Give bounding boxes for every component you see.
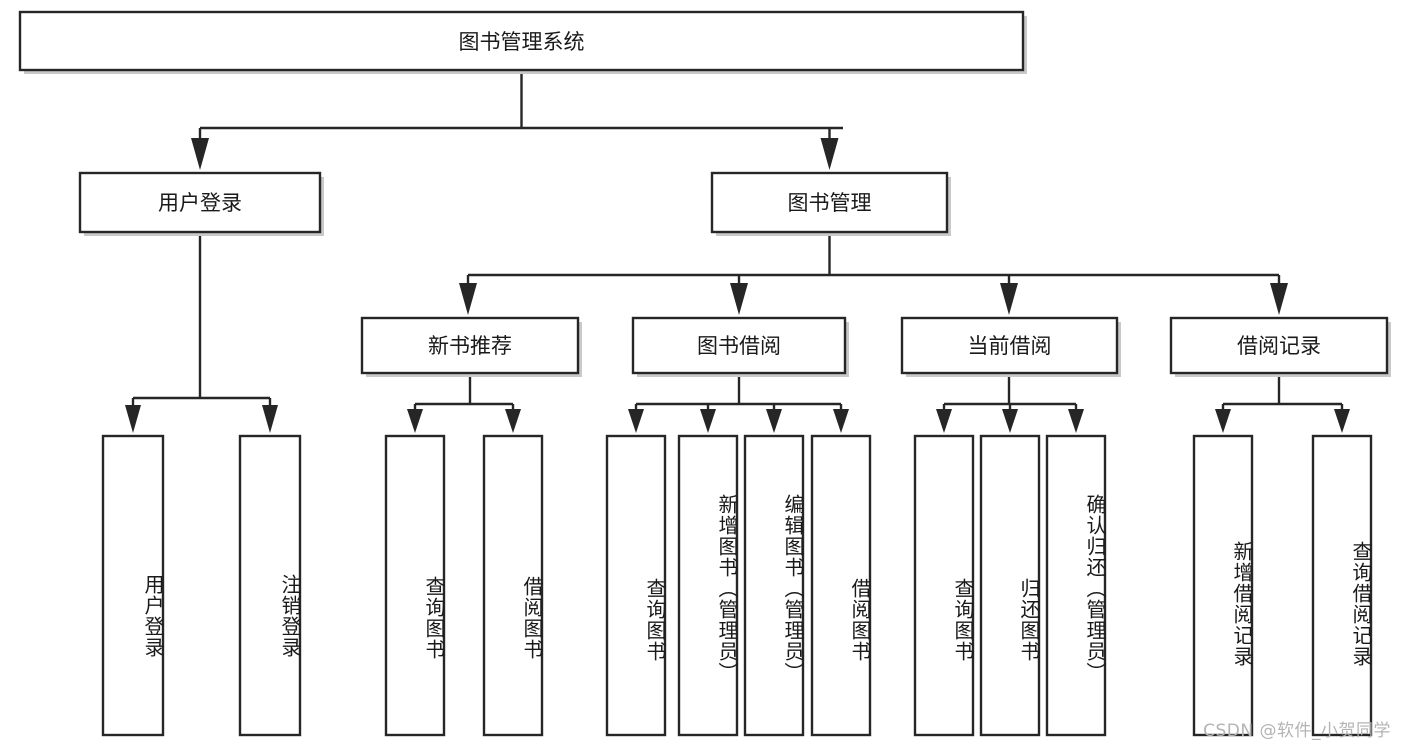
node-book-management-box[interactable]	[710, 171, 949, 234]
node-leaf-user-login-box[interactable]	[101, 434, 165, 737]
arrowhead-leaf-add-borrow-record	[1215, 409, 1231, 433]
node-book-management-label: 图书管理	[788, 191, 872, 215]
arrowhead-leaf-user-login	[125, 405, 141, 433]
node-root-label: 图书管理系统	[459, 30, 585, 54]
node-leaf-edit-book-admin-box[interactable]	[743, 434, 805, 737]
node-new-book-recommend-box[interactable]	[360, 316, 580, 375]
node-new-book-recommend-label: 新书推荐	[428, 334, 512, 358]
arrowhead-leaf-query-book-current	[936, 409, 952, 433]
node-leaf-query-borrow-record-box[interactable]	[1311, 434, 1373, 737]
node-leaf-add-book-admin-box[interactable]	[677, 434, 739, 737]
node-borrow-record-label: 借阅记录	[1237, 334, 1321, 358]
node-leaf-query-book-current-box[interactable]	[913, 434, 975, 737]
csdn-watermark: CSDN @软件_小贺同学	[1203, 721, 1391, 741]
arrowhead-new-book-recommend	[459, 283, 477, 315]
node-leaf-borrow-book-recommend-box[interactable]	[482, 434, 544, 737]
node-leaf-query-book-recommend-box[interactable]	[384, 434, 446, 737]
arrowhead-current-borrow	[1000, 283, 1018, 315]
arrowhead-leaf-borrow-book	[833, 409, 849, 433]
arrowhead-leaf-query-book-recommend	[407, 409, 423, 433]
node-borrow-record-box[interactable]	[1169, 316, 1389, 375]
arrowhead-user-login	[191, 138, 209, 170]
arrowhead-book-management	[820, 138, 839, 170]
arrowhead-borrow-record	[1270, 283, 1288, 315]
node-leaf-borrow-book-box[interactable]	[810, 434, 872, 737]
arrowhead-leaf-borrow-book-recommend	[505, 409, 521, 433]
node-current-borrow-label: 当前借阅	[968, 334, 1052, 358]
arrowhead-leaf-logout-login	[262, 405, 278, 433]
arrowhead-leaf-confirm-return-admin	[1068, 409, 1084, 433]
arrowhead-leaf-add-book-admin	[700, 409, 716, 433]
node-leaf-query-book-borrow-box[interactable]	[605, 434, 667, 737]
node-book-borrow-label: 图书借阅	[697, 334, 781, 358]
node-leaf-logout-login-box[interactable]	[238, 434, 302, 737]
box-layer: 图书管理系统 用户登录 图书管理 新书推荐 图书借阅 当前借阅 借阅记录	[18, 10, 1391, 737]
node-root-box[interactable]	[18, 10, 1025, 72]
arrowhead-leaf-query-borrow-record	[1334, 409, 1350, 433]
arrowhead-leaf-return-book	[1002, 409, 1018, 433]
arrowhead-leaf-edit-book-admin	[766, 409, 782, 433]
arrowhead-leaf-query-book-borrow	[628, 409, 644, 433]
node-leaf-return-book-box[interactable]	[979, 434, 1041, 737]
node-book-borrow-box[interactable]	[631, 316, 847, 375]
connector-layer	[125, 70, 1350, 433]
node-leaf-confirm-return-admin-box[interactable]	[1045, 434, 1107, 737]
node-leaf-add-borrow-record-box[interactable]	[1192, 434, 1254, 737]
arrowhead-book-borrow	[730, 283, 748, 315]
node-current-borrow-box[interactable]	[900, 316, 1119, 375]
node-user-login-label: 用户登录	[158, 191, 242, 215]
node-user-login-box[interactable]	[78, 171, 322, 234]
